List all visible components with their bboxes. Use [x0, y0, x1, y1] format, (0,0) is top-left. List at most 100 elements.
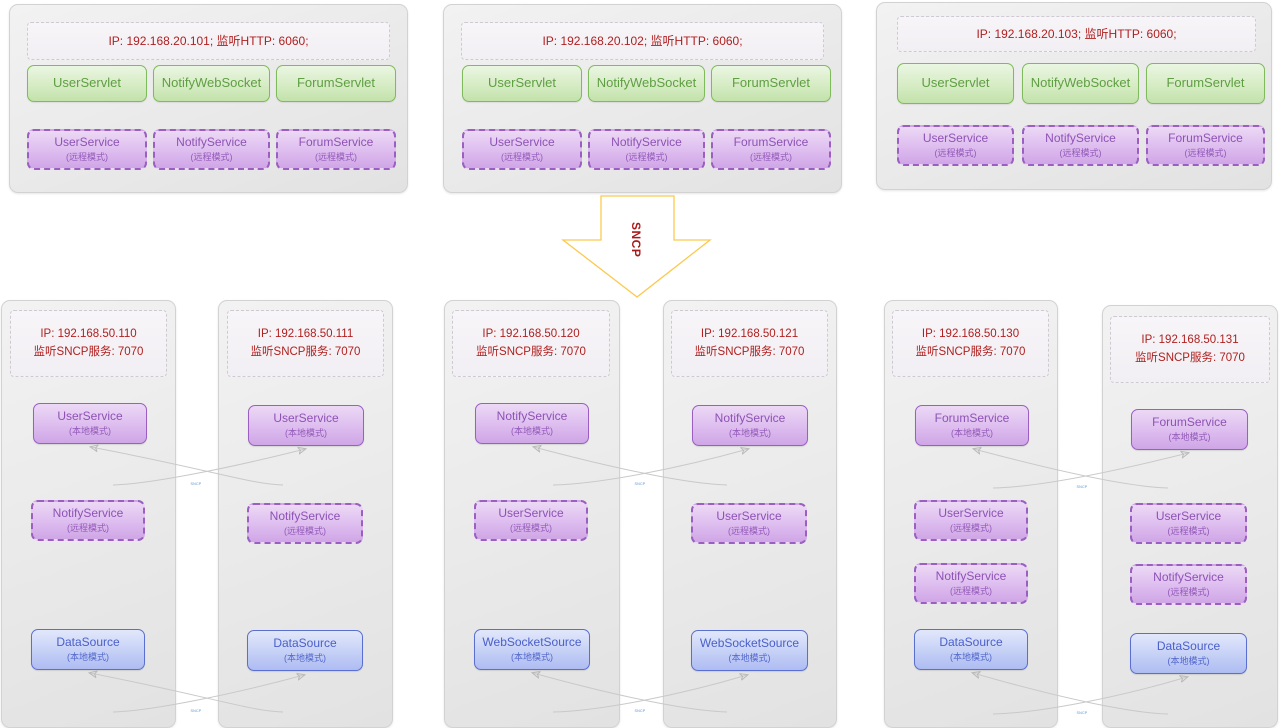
service-host-110-node-0[interactable]: UserService (本地模式) [33, 403, 147, 444]
node-mode: (远程模式) [501, 152, 543, 163]
node-mode: (本地模式) [950, 652, 992, 663]
web-host-2-service-2[interactable]: ForumService (远程模式) [711, 129, 831, 170]
web-host-2-servlet-1[interactable]: NotifyWebSocket [588, 65, 705, 102]
sncp-link-label-5: SNCP [1076, 484, 1088, 489]
web-host-3-servlet-0[interactable]: UserServlet [897, 63, 1014, 104]
node-label: ForumServlet [731, 75, 811, 91]
node-mode: (远程模式) [510, 523, 552, 534]
service-host-120-node-2[interactable]: WebSocketSource (本地模式) [474, 629, 590, 670]
service-host-121-ip-header: IP: 192.168.50.121 监听SNCP服务: 7070 [671, 310, 828, 377]
service-host-111-node-1[interactable]: NotifyService (远程模式) [247, 503, 363, 544]
node-mode: (远程模式) [1167, 526, 1210, 537]
web-host-1-service-0[interactable]: UserService (远程模式) [27, 129, 147, 170]
ip-line-1: IP: 192.168.50.121 [700, 328, 799, 341]
service-host-110-node-1[interactable]: NotifyService (远程模式) [31, 500, 145, 541]
ip-line-2: 监听SNCP服务: 7070 [1135, 351, 1245, 364]
ip-line-1: IP: 192.168.50.110 [40, 328, 137, 341]
node-label: ForumService [934, 411, 1010, 426]
node-mode: (本地模式) [67, 652, 109, 663]
service-host-111-node-2[interactable]: DataSource (本地模式) [247, 630, 363, 671]
ip-line-2: 监听SNCP服务: 7070 [915, 345, 1026, 358]
service-host-121-node-1[interactable]: UserService (远程模式) [691, 503, 807, 544]
web-host-3-service-1[interactable]: NotifyService (远程模式) [1022, 125, 1139, 166]
service-host-131-node-3[interactable]: DataSource (本地模式) [1130, 633, 1247, 674]
node-label: NotifyService [714, 411, 786, 426]
node-label: ForumServlet [1166, 75, 1245, 91]
web-host-3-service-2[interactable]: ForumService (远程模式) [1146, 125, 1265, 166]
web-host-2-servlet-2[interactable]: ForumServlet [711, 65, 831, 102]
node-mode: (本地模式) [284, 653, 326, 664]
web-host-1-servlet-1[interactable]: NotifyWebSocket [153, 65, 270, 102]
ip-line-1: IP: 192.168.50.130 [921, 328, 1020, 341]
node-mode: (本地模式) [728, 653, 771, 664]
node-label: NotifyService [1153, 570, 1224, 585]
web-host-1-service-2[interactable]: ForumService (远程模式) [276, 129, 396, 170]
node-label: UserService [498, 506, 564, 521]
web-host-3-ip-header: IP: 192.168.20.103; 监听HTTP: 6060; [897, 16, 1256, 52]
web-host-1-service-1[interactable]: NotifyService (远程模式) [153, 129, 270, 170]
node-label: NotifyService [935, 569, 1007, 584]
node-label: NotifyService [52, 506, 124, 521]
node-label: UserService [1155, 509, 1222, 524]
service-host-110-node-2[interactable]: DataSource (本地模式) [31, 629, 145, 670]
service-host-130-node-0[interactable]: ForumService (本地模式) [915, 405, 1029, 446]
node-label: UserService [922, 131, 989, 146]
service-host-120-node-1[interactable]: UserService (远程模式) [474, 500, 588, 541]
web-host-2-servlet-0[interactable]: UserServlet [462, 65, 582, 102]
service-host-120-node-0[interactable]: NotifyService (本地模式) [475, 403, 589, 444]
node-label: UserServlet [921, 75, 990, 91]
node-mode: (远程模式) [66, 152, 108, 163]
node-mode: (本地模式) [1167, 656, 1210, 667]
node-label: UserService [273, 411, 339, 426]
service-host-121-node-0[interactable]: NotifyService (本地模式) [692, 405, 808, 446]
node-mode: (本地模式) [511, 652, 553, 663]
node-label: UserService [716, 509, 782, 524]
node-label: NotifyWebSocket [161, 75, 262, 91]
node-label: UserServlet [488, 75, 556, 91]
node-label: ForumService [298, 135, 374, 150]
service-host-130-node-1[interactable]: UserService (远程模式) [914, 500, 1028, 541]
sncp-link-label-4: SNCP [634, 708, 646, 713]
node-mode: (远程模式) [67, 523, 109, 534]
web-host-3-servlet-2[interactable]: ForumServlet [1146, 63, 1265, 104]
web-host-3-ip-text: IP: 192.168.20.103; 监听HTTP: 6060; [976, 27, 1177, 41]
web-host-2-service-1[interactable]: NotifyService (远程模式) [588, 129, 705, 170]
node-label: DataSource [1156, 639, 1221, 654]
node-mode: (远程模式) [284, 526, 326, 537]
web-host-1-ip-header: IP: 192.168.20.101; 监听HTTP: 6060; [27, 22, 390, 60]
node-mode: (本地模式) [1168, 432, 1211, 443]
node-label: NotifyService [611, 135, 682, 150]
web-host-3-service-0[interactable]: UserService (远程模式) [897, 125, 1014, 166]
node-label: ForumServlet [296, 75, 376, 91]
web-host-2-service-0[interactable]: UserService (远程模式) [462, 129, 582, 170]
ip-line-2: 监听SNCP服务: 7070 [33, 345, 144, 358]
node-label: WebSocketSource [482, 635, 582, 650]
node-mode: (本地模式) [729, 428, 771, 439]
service-host-130-node-3[interactable]: DataSource (本地模式) [914, 629, 1028, 670]
service-host-121-node-2[interactable]: WebSocketSource (本地模式) [691, 630, 808, 671]
ip-line-1: IP: 192.168.50.131 [1141, 334, 1239, 347]
node-mode: (远程模式) [728, 526, 770, 537]
service-host-130-ip-header: IP: 192.168.50.130 监听SNCP服务: 7070 [892, 310, 1049, 377]
service-host-131-node-0[interactable]: ForumService (本地模式) [1131, 409, 1248, 450]
node-mode: (远程模式) [625, 152, 668, 163]
service-host-131-node-1[interactable]: UserService (远程模式) [1130, 503, 1247, 544]
node-label: ForumService [733, 135, 809, 150]
web-host-2-ip-header: IP: 192.168.20.102; 监听HTTP: 6060; [461, 22, 824, 60]
web-host-1-servlet-0[interactable]: UserServlet [27, 65, 147, 102]
node-label: DataSource [939, 635, 1003, 650]
node-mode: (远程模式) [950, 523, 992, 534]
service-host-130-node-2[interactable]: NotifyService (远程模式) [914, 563, 1028, 604]
ip-line-2: 监听SNCP服务: 7070 [694, 345, 805, 358]
node-label: DataSource [56, 635, 120, 650]
service-host-111-node-0[interactable]: UserService (本地模式) [248, 405, 364, 446]
service-host-110-ip-header: IP: 192.168.50.110 监听SNCP服务: 7070 [10, 310, 167, 377]
node-label: NotifyService [176, 135, 247, 150]
web-host-3-servlet-1[interactable]: NotifyWebSocket [1022, 63, 1139, 104]
web-host-1-servlet-2[interactable]: ForumServlet [276, 65, 396, 102]
ip-line-2: 监听SNCP服务: 7070 [476, 345, 586, 358]
node-mode: (远程模式) [190, 152, 233, 163]
node-label: NotifyService [496, 409, 568, 424]
service-host-131-node-2[interactable]: NotifyService (远程模式) [1130, 564, 1247, 605]
